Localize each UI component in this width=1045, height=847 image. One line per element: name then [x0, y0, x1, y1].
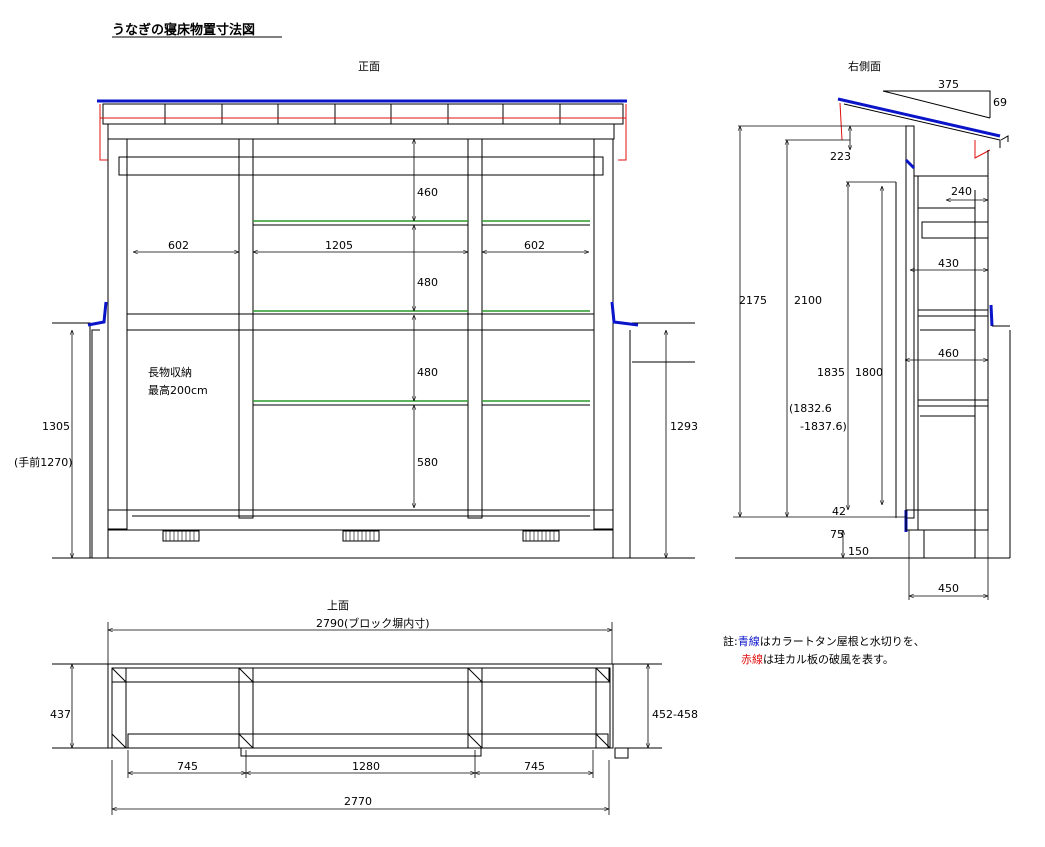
front-dim-shelf-3: 480 [417, 366, 438, 379]
front-fascia-left [99, 104, 108, 161]
front-dim-shelf-4: 580 [417, 456, 438, 469]
top-dim-right-bay: 745 [524, 760, 545, 773]
front-dim-height-right: 1293 [670, 420, 698, 433]
side-post-front [905, 125, 915, 519]
front-flashing-right [610, 301, 639, 327]
top-dim-center-bay: 1280 [352, 760, 380, 773]
front-dim-height-left: 1305 [42, 420, 70, 433]
note-line1-rest: はカラートタン屋根と水切りを、 [760, 634, 925, 648]
top-dim-left-bay: 745 [177, 760, 198, 773]
top-dim-depth-right: 452-458 [652, 708, 698, 721]
front-foundation-blocks [162, 530, 560, 542]
top-dim-total-width: 2770 [344, 795, 372, 808]
side-dim-240: 240 [951, 185, 972, 198]
side-dim-top-gap: 223 [830, 150, 851, 163]
note-prefix: 註: [723, 635, 738, 648]
front-post-left [107, 138, 128, 530]
front-post-inner-left [238, 138, 254, 519]
side-dim-430: 430 [938, 257, 959, 270]
side-view-label: 右側面 [848, 59, 881, 73]
side-fascia-front [839, 102, 843, 141]
side-dim-1835: 1835 [817, 366, 845, 379]
front-dim-height-left-note: (手前1270) [14, 455, 73, 469]
front-post-right [593, 138, 614, 530]
front-dim-shelf-2: 480 [417, 276, 438, 289]
svg-text:註:青線はカラートタン屋根と水切りを、: 註:青線はカラートタン屋根と水切りを、 [723, 634, 925, 648]
side-dim-base-42: 42 [832, 505, 846, 518]
front-view-label: 正面 [358, 60, 380, 73]
side-dim-base-150: 150 [848, 545, 869, 558]
drawing-title: うなぎの寝床物置寸法図 [112, 22, 255, 38]
side-dim-total-height: 2175 [739, 294, 767, 307]
side-dim-door-height: 2100 [794, 294, 822, 307]
top-view-label: 上面 [327, 599, 349, 612]
svg-text:赤線は珪カル板の破風を表す。: 赤線は珪カル板の破風を表す。 [741, 652, 894, 666]
front-dim-left-bay: 602 [168, 239, 189, 252]
side-view: 右側面 375 69 [733, 59, 1011, 600]
side-dim-roof-run: 375 [938, 78, 959, 91]
front-note-line1: 長物収納 [148, 365, 192, 379]
legend-note: 註:青線はカラートタン屋根と水切りを、 赤線は珪カル板の破風を表す。 [723, 634, 925, 666]
side-fascia-rear [974, 140, 991, 159]
front-wall-left [52, 322, 91, 558]
front-dim-right-bay: 602 [524, 239, 545, 252]
front-shelves [253, 220, 590, 406]
side-dim-depth-450: 450 [938, 582, 959, 595]
note-blue-word: 青線 [738, 634, 760, 648]
note-line2-rest: は珪カル板の破風を表す。 [763, 652, 894, 666]
top-dim-depth-left: 437 [50, 708, 71, 721]
front-fascia-right [618, 104, 627, 161]
side-base [905, 509, 989, 531]
top-outline [107, 663, 614, 749]
side-dim-range-2: -1837.6) [800, 420, 847, 433]
side-dim-roof-rise: 69 [993, 96, 1007, 109]
front-view: 正面 [14, 60, 698, 559]
side-dim-range-1: (1832.6 [789, 402, 832, 415]
side-roof-blue [837, 97, 1001, 138]
front-roof-rafter-band [102, 103, 624, 125]
side-dim-base-75: 75 [830, 528, 844, 541]
front-note-line2: 最高200cm [148, 383, 208, 397]
front-dim-center-bay: 1205 [325, 239, 353, 252]
top-view: 上面 2790(ブロック塀内寸) 437 452-458 [50, 599, 698, 815]
side-dim-1800: 1800 [855, 366, 883, 379]
front-dim-shelf-1: 460 [417, 186, 438, 199]
side-dim-460: 460 [938, 347, 959, 360]
front-header-beam [118, 156, 604, 176]
front-top-beam [107, 123, 615, 140]
note-red-word: 赤線 [741, 652, 763, 666]
front-rafters [164, 104, 561, 124]
front-flashing-left [87, 301, 108, 327]
top-dim-inner-width: 2790(ブロック塀内寸) [316, 616, 430, 630]
front-base-sill [107, 509, 614, 531]
front-post-inner-right [467, 138, 483, 519]
